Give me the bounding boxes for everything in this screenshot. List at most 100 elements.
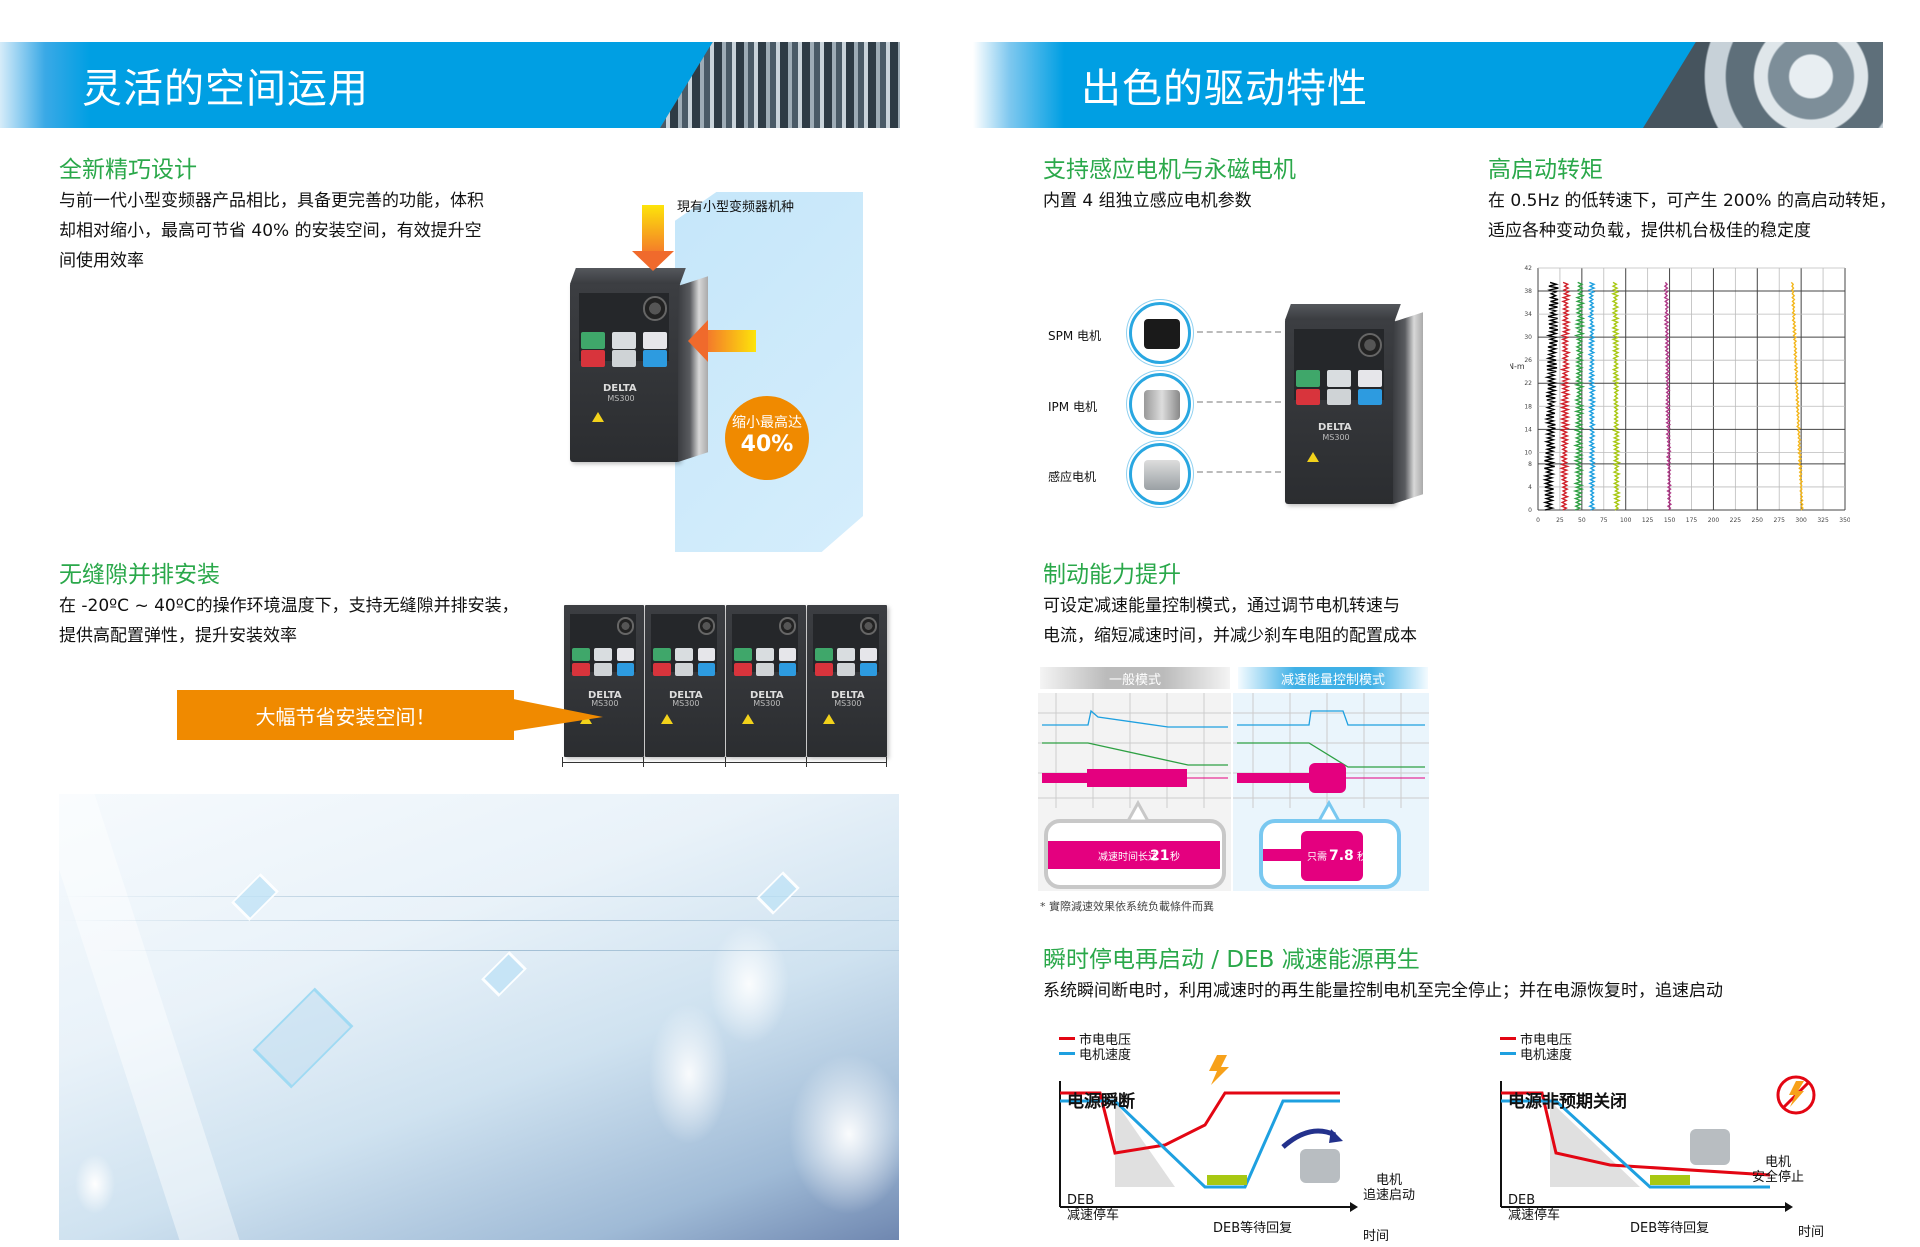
x-tick-label: 125 (1642, 517, 1654, 524)
induction-motor-icon (1129, 443, 1191, 505)
decorative-background (59, 794, 899, 1240)
banner-left: 灵活的空间运用 (0, 42, 900, 128)
text-line: 电流，缩短减速时间，并减少刹车电阻的配置成本 (1043, 626, 1417, 646)
time-axis-label: 时间 (1798, 1225, 1825, 1240)
x-tick-label: 250 (1752, 517, 1764, 524)
normal-value: 21 (1150, 848, 1169, 864)
y-tick-label: 8 (1528, 461, 1532, 468)
y-tick-label: 26 (1524, 357, 1532, 364)
series-black (1542, 281, 1560, 511)
motor-label-ipm: IPM 电机 (1048, 400, 1097, 414)
y-tick-label: 10 (1524, 449, 1532, 456)
text-line: 在 0.5Hz 的低转速下，可产生 200% 的高启动转矩， (1488, 191, 1896, 211)
y-tick-label: 4 (1528, 484, 1532, 491)
banner-photo-motor (1643, 42, 1883, 128)
banner-right: 出色的驱动特性 (973, 42, 1883, 128)
series-yellowgreen (1610, 281, 1622, 511)
x-tick-label: 225 (1730, 517, 1742, 524)
braking-footnote: * 實際減速效果依系统负載條件而異 (1040, 900, 1214, 913)
series-orange (1790, 281, 1804, 511)
braking-text: 可设定减速能量控制模式，通过调节电机转速与 电流，缩短减速时间，并减少刹车电阻的… (1043, 591, 1417, 651)
drive-brand: DELTA (1318, 422, 1352, 434)
connector-line (1197, 471, 1281, 473)
reduction-badge: 缩小最高达 40% (725, 396, 809, 480)
normal-unit: 秒 (1170, 850, 1180, 863)
banner-title-right: 出色的驱动特性 (1081, 66, 1368, 112)
drive-model: MS300 (1322, 433, 1350, 443)
energy-caption: 只需 (1307, 851, 1327, 863)
y-tick-label: 42 (1524, 265, 1532, 272)
drive-model: MS300 (672, 699, 700, 709)
compact-design-text: 与前一代小型变频器产品相比，具备更完善的功能，体积 却相对缩小，最高可节省 40… (59, 186, 484, 276)
text-line: 与前一代小型变频器产品相比，具备更完善的功能，体积 (59, 191, 484, 211)
motor-support-text: 内置 4 组独立感应电机参数 (1043, 191, 1252, 211)
drive-brand: DELTA (831, 690, 865, 702)
x-tick-label: 175 (1686, 517, 1698, 524)
drive-brand: DELTA (603, 382, 637, 394)
heading-deb: 瞬时停电再启动 / DEB 减速能源再生 (1043, 947, 1420, 973)
banner-photo-circuit (660, 42, 900, 128)
text-line: 可设定减速能量控制模式，通过调节电机转速与 (1043, 596, 1400, 616)
deb-text: 系统瞬间断电时，利用减速时的再生能量控制电机至完全停止；并在电源恢复时，追速启动 (1043, 981, 1723, 1001)
legend-voltage: 市电电压 (1059, 1029, 1131, 1048)
text-line: 在 -20ºC ~ 40ºC的操作环境温度下，支持无缝隙并排安装， (59, 596, 519, 616)
x-tick-label: 200 (1708, 517, 1720, 524)
dimension-tick (725, 757, 726, 767)
text-line: 间使用效率 (59, 251, 144, 271)
energy-value: 7.8 (1329, 848, 1354, 864)
motor-label-induction: 感应电机 (1048, 470, 1097, 484)
motor-label-spm: SPM 电机 (1048, 329, 1102, 343)
y-tick-label: 30 (1524, 334, 1532, 341)
normal-caption: 减速时间长达 (1098, 850, 1158, 863)
y-tick-label: 18 (1524, 403, 1532, 410)
heading-side-by-side: 无缝隙并排安装 (59, 562, 220, 588)
deb-wait-label: DEB等待回复 (1630, 1221, 1710, 1236)
side-by-side-text: 在 -20ºC ~ 40ºC的操作环境温度下，支持无缝隙并排安装， 提供高配置弹… (59, 591, 519, 651)
x-tick-label: 50 (1578, 517, 1586, 524)
series-red (1559, 281, 1572, 511)
scope-energy: 只需 7.8 秒！ (1233, 693, 1429, 891)
deb-motor-label: 电机安全停止 (1752, 1155, 1805, 1185)
drive-model: MS300 (591, 699, 619, 709)
diamond-shape (756, 871, 800, 915)
deb-motor-label: 电机追速启动 (1363, 1173, 1416, 1203)
text-line: 却相对缩小，最高可节省 40% 的安装空间，有效提升空 (59, 221, 482, 241)
text-line: 提供高配置弹性，提升安装效率 (59, 626, 297, 646)
heading-high-torque: 高启动转矩 (1488, 157, 1603, 183)
tab-energy-mode: 减速能量控制模式 (1238, 667, 1428, 689)
callout-save-space: 大幅节省安装空间！ (177, 690, 514, 740)
drive-model: MS300 (834, 699, 862, 709)
legend-speed: 电机速度 (1500, 1044, 1572, 1063)
arrow-left-icon (688, 320, 756, 362)
dimension-tick (562, 757, 563, 767)
x-tick-label: 150 (1664, 517, 1676, 524)
y-tick-label: 38 (1524, 288, 1532, 295)
text-line: 适应各种变动负载，提供机台极佳的稳定度 (1488, 221, 1811, 241)
x-tick-label: 325 (1817, 517, 1829, 524)
x-tick-label: 300 (1795, 517, 1807, 524)
y-tick-label: 14 (1524, 426, 1532, 433)
badge-value: 40% (740, 432, 794, 457)
time-axis-label: 时间 (1363, 1229, 1390, 1244)
spm-motor-icon (1129, 302, 1191, 364)
scope-normal: 减速时间长达 21 秒 (1038, 693, 1231, 891)
legend-voltage: 市电电压 (1500, 1029, 1572, 1048)
x-axis-label: rpm (1684, 528, 1698, 530)
heading-braking: 制动能力提升 (1043, 562, 1181, 588)
badge-text: 缩小最高达 (732, 415, 802, 431)
x-tick-label: 25 (1556, 517, 1564, 524)
existing-model-label: 現有小型变频器机种 (677, 200, 795, 215)
drive-model: MS300 (753, 699, 781, 709)
x-tick-label: 0 (1536, 517, 1540, 524)
drive-image: DELTA MS300 (1285, 304, 1423, 504)
tab-normal-mode: 一般模式 (1040, 667, 1230, 689)
series-green (1572, 281, 1586, 511)
x-tick-label: 350 (1839, 517, 1850, 524)
series-blue (1587, 281, 1597, 511)
dimension-line (562, 762, 887, 763)
